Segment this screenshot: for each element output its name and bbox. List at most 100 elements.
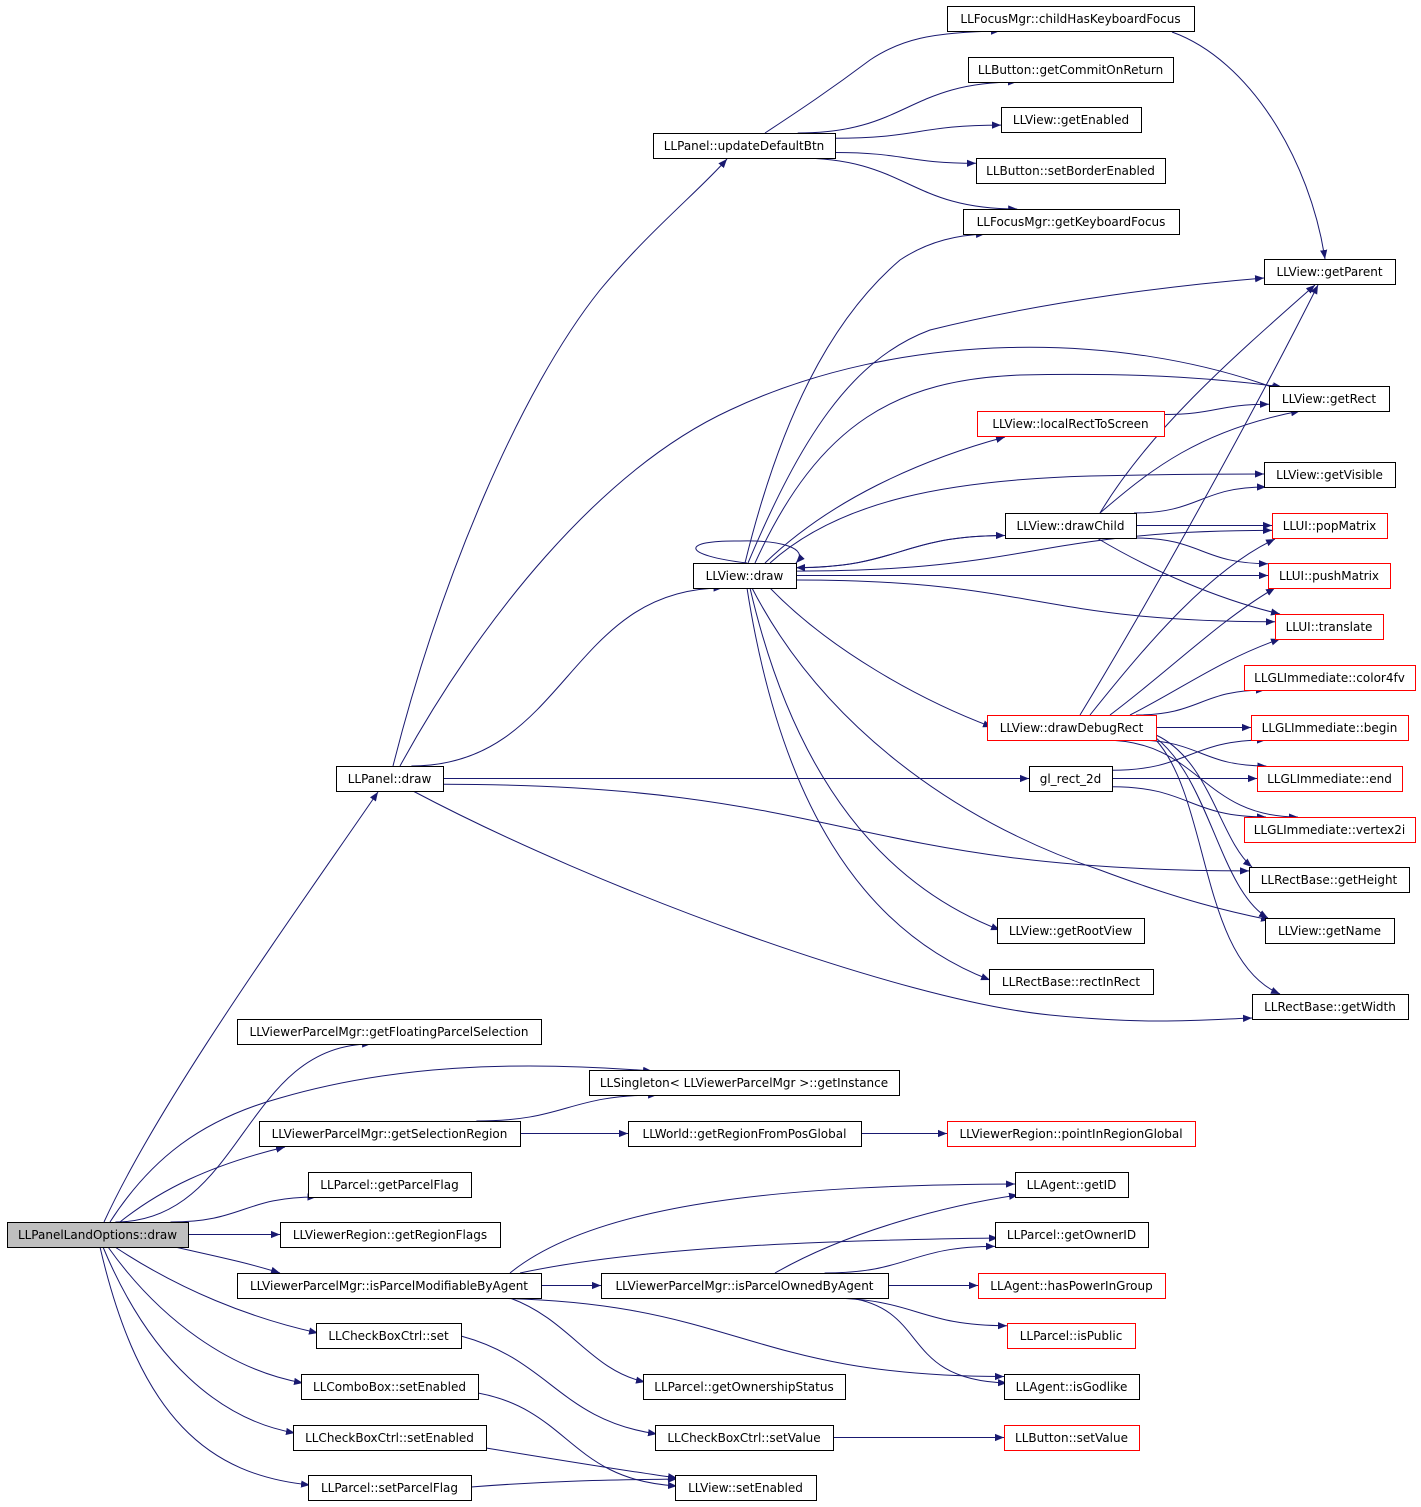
node-get-owner-id[interactable]: LLParcel::getOwnerID (995, 1222, 1149, 1248)
node-get-sel-region[interactable]: LLViewerParcelMgr::getSelectionRegion (259, 1121, 521, 1147)
node-is-public[interactable]: LLParcel::isPublic (1007, 1323, 1136, 1349)
edge-draw-debug-rect-to-push-matrix (1109, 587, 1276, 716)
node-set-border[interactable]: LLButton::setBorderEnabled (976, 158, 1166, 184)
node-button-setvalue[interactable]: LLButton::setValue (1004, 1425, 1140, 1451)
node-draw-debug-rect[interactable]: LLView::drawDebugRect (987, 715, 1157, 741)
edge-line (170, 1193, 317, 1223)
edge-draw-child-to-get-visible (1133, 483, 1267, 514)
node-vertex2i[interactable]: LLGLImmediate::vertex2i (1244, 817, 1416, 843)
node-get-commit[interactable]: LLButton::getCommitOnReturn (968, 57, 1174, 83)
node-is-owned[interactable]: LLViewerParcelMgr::isParcelOwnedByAgent (601, 1273, 889, 1299)
node-translate[interactable]: LLUI::translate (1275, 614, 1384, 640)
node-get-rect[interactable]: LLView::getRect (1269, 386, 1390, 412)
node-view-set-enabled[interactable]: LLView::setEnabled (675, 1475, 817, 1501)
node-has-power[interactable]: LLAgent::hasPowerInGroup (978, 1273, 1166, 1299)
node-label: LLParcel::setParcelFlag (321, 1481, 458, 1495)
node-root[interactable]: LLPanelLandOptions::draw (7, 1222, 189, 1248)
node-agent-get-id[interactable]: LLAgent::getID (1015, 1172, 1129, 1198)
edge-line (1133, 483, 1267, 514)
node-box (336, 766, 444, 792)
node-get-visible[interactable]: LLView::getVisible (1264, 462, 1396, 488)
node-get-enabled[interactable]: LLView::getEnabled (1001, 107, 1142, 133)
node-point-in-region[interactable]: LLViewerRegion::pointInRegionGlobal (947, 1121, 1196, 1147)
node-get-parcel-flag[interactable]: LLParcel::getParcelFlag (308, 1172, 472, 1198)
node-local-rect[interactable]: LLView::localRectToScreen (977, 411, 1165, 437)
edge-panel-draw-to-update-default-btn (392, 158, 728, 767)
node-push-matrix[interactable]: LLUI::pushMatrix (1268, 563, 1391, 589)
node-box (653, 133, 836, 159)
edge-line (399, 346, 1281, 767)
edge-update-default-btn-to-set-border (834, 152, 977, 167)
node-get-floating-sel[interactable]: LLViewerParcelMgr::getFloatingParcelSele… (237, 1019, 542, 1045)
node-label: LLView::getRect (1282, 392, 1376, 406)
node-get-ownership[interactable]: LLParcel::getOwnershipStatus (643, 1374, 846, 1400)
node-is-godlike[interactable]: LLAgent::isGodlike (1004, 1374, 1140, 1400)
node-box (987, 715, 1157, 741)
edge-root-to-set-parcel-flag (99, 1246, 311, 1488)
node-get-width[interactable]: LLRectBase::getWidth (1252, 994, 1409, 1020)
node-box (1257, 766, 1403, 792)
edge-update-default-btn-to-get-kbd-focus (797, 157, 1018, 213)
node-box (1004, 1374, 1140, 1400)
node-get-root-view[interactable]: LLView::getRootView (997, 918, 1145, 944)
node-get-height[interactable]: LLRectBase::getHeight (1249, 867, 1410, 893)
node-label: LLFocusMgr::childHasKeyboardFocus (960, 12, 1180, 26)
node-gl-rect[interactable]: gl_rect_2d (1029, 766, 1113, 792)
node-label: LLGLImmediate::vertex2i (1254, 823, 1406, 837)
edge-line (1155, 737, 1269, 919)
node-label: LLAgent::hasPowerInGroup (990, 1279, 1152, 1293)
edge-is-owned-to-is-godlike (849, 1297, 1008, 1387)
edge-draw-debug-rect-to-gl-end (1134, 739, 1267, 770)
node-label: LLGLImmediate::begin (1262, 721, 1398, 735)
node-singleton[interactable]: LLSingleton< LLViewerParcelMgr >::getIns… (589, 1070, 900, 1096)
edge-line (114, 1246, 319, 1335)
node-label: LLRectBase::rectInRect (1002, 975, 1140, 989)
edge-line (1129, 638, 1281, 716)
node-panel-draw[interactable]: LLPanel::draw (336, 766, 444, 792)
node-pop-matrix[interactable]: LLUI::popMatrix (1272, 513, 1388, 539)
node-label: LLCheckBoxCtrl::set (328, 1329, 449, 1343)
node-combo-enabled[interactable]: LLComboBox::setEnabled (301, 1374, 479, 1400)
node-label: LLView::getParent (1276, 265, 1382, 279)
node-is-modifiable[interactable]: LLViewerParcelMgr::isParcelModifiableByA… (237, 1273, 542, 1299)
edge-line (774, 1192, 1019, 1274)
node-label: LLParcel::isPublic (1020, 1329, 1123, 1343)
node-get-parent[interactable]: LLView::getParent (1264, 259, 1396, 285)
edge-draw-child-to-view-draw (795, 535, 1006, 572)
node-label: LLRectBase::getWidth (1264, 1000, 1396, 1014)
node-color4fv[interactable]: LLGLImmediate::color4fv (1244, 665, 1416, 691)
node-get-region-flags[interactable]: LLViewerRegion::getRegionFlags (280, 1222, 501, 1248)
edge-line (411, 584, 723, 767)
node-label: LLViewerParcelMgr::isParcelModifiableByA… (250, 1279, 528, 1293)
node-label: LLViewerParcelMgr::getFloatingParcelSele… (250, 1025, 529, 1039)
node-box (1007, 1323, 1136, 1349)
node-box (237, 1019, 542, 1045)
edge-panel-draw-to-view-draw (411, 584, 723, 767)
node-label: LLPanel::draw (348, 772, 432, 786)
edge-line (509, 1297, 646, 1384)
node-update-default-btn[interactable]: LLPanel::updateDefaultBtn (653, 133, 836, 159)
edge-line (695, 540, 805, 564)
edge-line (473, 1297, 1005, 1381)
node-box (1004, 1425, 1140, 1451)
edge-get-sel-region-to-singleton (476, 1091, 658, 1122)
edge-update-default-btn-to-child-has-focus (764, 27, 1001, 134)
node-get-region-from-pos[interactable]: LLWorld::getRegionFromPosGlobal (628, 1121, 862, 1147)
node-checkbox-setvalue[interactable]: LLCheckBoxCtrl::setValue (655, 1425, 834, 1451)
node-get-kbd-focus[interactable]: LLFocusMgr::getKeyboardFocus (963, 209, 1180, 235)
node-gl-begin[interactable]: LLGLImmediate::begin (1251, 715, 1409, 741)
edge-is-modifiable-to-agent-get-id (509, 1180, 1016, 1274)
node-gl-end[interactable]: LLGLImmediate::end (1257, 766, 1403, 792)
edge-line (1111, 736, 1267, 771)
node-draw-child[interactable]: LLView::drawChild (1005, 513, 1137, 539)
node-child-has-focus[interactable]: LLFocusMgr::childHasKeyboardFocus (947, 6, 1195, 32)
edge-view-draw-to-get-parent (747, 275, 1265, 564)
node-checkbox-set[interactable]: LLCheckBoxCtrl::set (316, 1323, 462, 1349)
node-checkbox-enabled[interactable]: LLCheckBoxCtrl::setEnabled (293, 1425, 487, 1451)
edge-root-to-get-floating-sel (115, 1040, 372, 1223)
node-view-draw[interactable]: LLView::draw (693, 563, 797, 589)
node-rect-in-rect[interactable]: LLRectBase::rectInRect (989, 969, 1154, 995)
node-get-name[interactable]: LLView::getName (1265, 918, 1395, 944)
node-set-parcel-flag[interactable]: LLParcel::setParcelFlag (308, 1475, 472, 1501)
node-label: LLCheckBoxCtrl::setEnabled (305, 1431, 474, 1445)
